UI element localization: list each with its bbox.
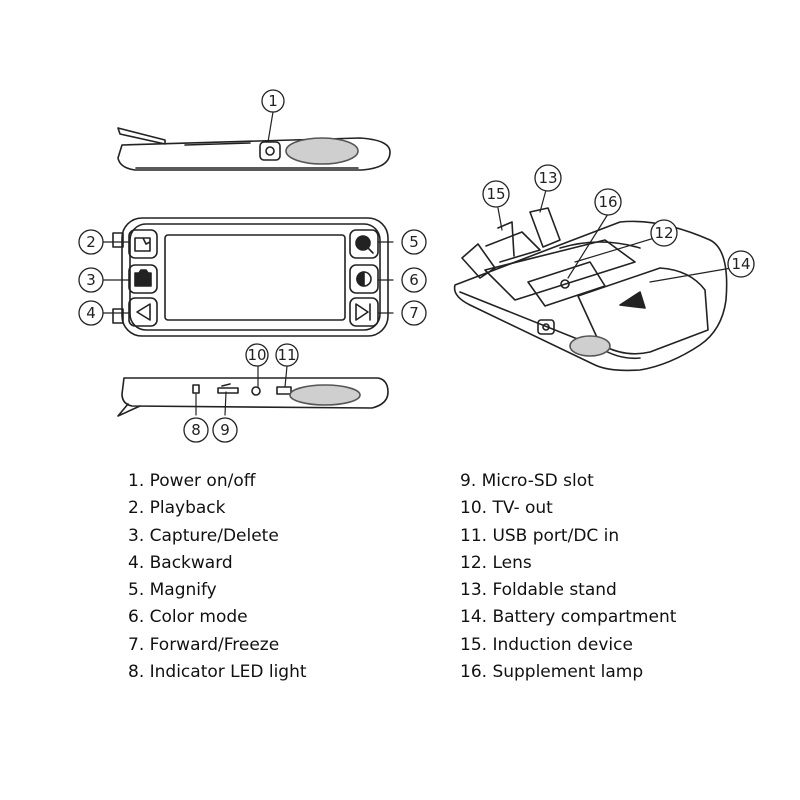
top-side-view [117,127,391,171]
color-mode-button[interactable] [349,264,379,294]
callout-3-number: 3 [86,271,96,289]
foldable-stand [461,207,561,279]
callout-4 [78,300,104,326]
power-button-icon[interactable] [259,141,281,161]
legend-item-tv-out: 10. TV- out [460,498,553,519]
callout-10-number: 10 [247,346,266,364]
callout-15 [482,180,510,208]
capture-button[interactable] [128,264,158,294]
skip-forward-icon [355,303,371,321]
speaker-grille-icon [289,384,361,406]
stand-base [484,239,636,301]
callout-6-number: 6 [409,271,419,289]
legend-item-color-mode: 6. Color mode [128,607,248,628]
callout-5-number: 5 [409,233,419,251]
legend-item-lens: 12. Lens [460,552,532,573]
battery-compartment [577,267,709,355]
callout-16-number: 16 [598,193,617,211]
front-view [112,217,389,337]
callout-14 [727,250,755,278]
callout-7 [401,300,427,326]
speaker-grille-icon [285,137,359,165]
usb-port [276,386,292,395]
legend-item-battery: 14. Battery compartment [460,607,677,628]
callout-3 [78,267,104,293]
callout-1-number: 1 [268,92,278,110]
legend-left-column: 1. Power on/off 2. Playback 3. Capture/D… [128,468,307,686]
tv-out-port [251,386,261,396]
playback-icon [134,237,151,252]
callout-9-number: 9 [220,421,230,439]
callout-14-number: 14 [731,255,750,273]
back-power-button[interactable] [537,319,555,335]
legend-item-lamp: 16. Supplement lamp [460,662,644,683]
bottom-side-view [117,377,389,417]
playback-button[interactable] [128,229,158,259]
legend-item-magnify: 5. Magnify [128,580,217,601]
magnifier-icon [355,235,371,251]
callout-2-number: 2 [86,233,96,251]
legend-item-induction: 15. Induction device [460,634,633,655]
camera-icon [134,269,152,287]
callout-11 [275,343,299,367]
magnify-button[interactable] [349,229,379,259]
legend-item-stand: 13. Foldable stand [460,580,617,601]
legend-item-micro-sd: 9. Micro-SD slot [460,471,594,491]
callout-12-number: 12 [654,224,673,242]
legend-right-column: 9. Micro-SD slot 10. TV- out 11. USB por… [460,468,676,686]
triangle-left-icon [136,303,151,321]
callout-8 [183,417,209,443]
micro-sd-slot [217,387,239,394]
callout-7-number: 7 [409,304,419,322]
legend-item-usb: 11. USB port/DC in [460,525,620,546]
callout-15-number: 15 [486,185,505,203]
lens-icon [560,279,570,289]
legend-item-backward: 4. Backward [128,552,233,573]
callout-13 [534,164,562,192]
display-screen [164,234,346,321]
callout-13-number: 13 [538,169,557,187]
callout-6 [401,267,427,293]
callouts [78,89,755,443]
callout-8-number: 8 [191,421,201,439]
forward-button[interactable] [349,297,379,327]
callout-2 [78,229,104,255]
callout-11-number: 11 [277,346,296,364]
callout-4-number: 4 [86,304,96,322]
callout-10 [245,343,269,367]
led-indicator [192,384,200,394]
legend-item-power: 1. Power on/off [128,471,256,491]
backward-button[interactable] [128,297,158,327]
callout-9 [212,417,238,443]
callout-1 [261,89,285,113]
legend-item-led: 8. Indicator LED light [128,662,307,683]
device-diagram: 1 2 3 4 5 6 7 8 9 10 11 12 13 14 15 16 [78,89,755,443]
speaker-grille-icon [569,335,611,357]
callout-16 [594,188,622,216]
legend-item-capture: 3. Capture/Delete [128,525,279,546]
legend-item-forward: 7. Forward/Freeze [128,634,280,655]
callout-12 [650,219,678,247]
legend-item-playback: 2. Playback [128,498,226,519]
callout-5 [401,229,427,255]
back-view [453,207,728,372]
